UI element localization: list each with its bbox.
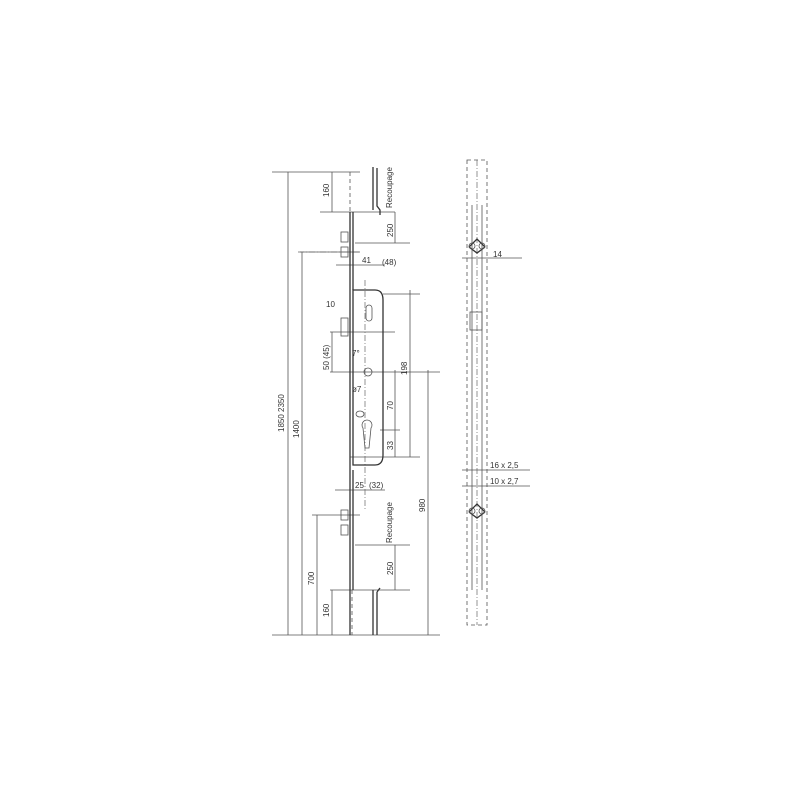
dim-33: 33 [386, 441, 395, 450]
dim-10x2-7: 10 x 2,7 [490, 477, 519, 486]
dim-50: 50 (45) [322, 344, 331, 370]
dim-700: 700 [307, 571, 316, 585]
dim-198: 198 [400, 361, 409, 375]
left-view-labels: 1850 2350 1400 700 160 160 250 250 Recou… [277, 167, 427, 617]
dim-14: 14 [493, 250, 502, 259]
dim-1400: 1400 [292, 420, 301, 438]
dim-10: 10 [326, 300, 335, 309]
left-view [272, 167, 440, 636]
dim-angle: 7° [352, 349, 360, 358]
dim-32: (32) [369, 481, 384, 490]
dim-250-top: 250 [386, 223, 395, 237]
dim-48: (48) [382, 258, 397, 267]
dim-250-bottom: 250 [386, 561, 395, 575]
dim-160-bottom: 160 [322, 603, 331, 617]
dim-980: 980 [418, 498, 427, 512]
dim-16x2-5: 16 x 2,5 [490, 461, 519, 470]
dim-160-top: 160 [322, 183, 331, 197]
dim-diameter: ø7 [352, 385, 362, 394]
dim-70: 70 [386, 401, 395, 410]
recoupage-bottom: Recoupage [385, 502, 394, 543]
dim-41: 41 [362, 256, 371, 265]
dim-overall: 1850 2350 [277, 394, 286, 432]
right-view: 14 16 x 2,5 10 x 2,7 [462, 159, 530, 626]
dim-25: 25 [355, 481, 364, 490]
recoupage-top: Recoupage [385, 167, 394, 208]
